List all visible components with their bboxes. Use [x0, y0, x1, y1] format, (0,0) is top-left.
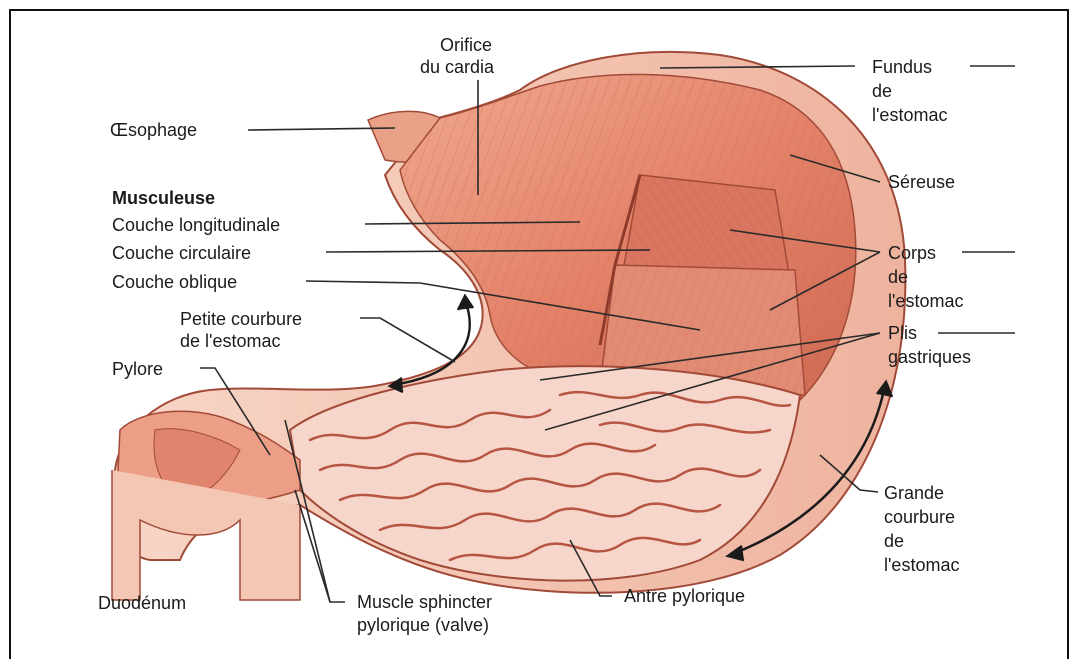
label-plis-2: gastriques [888, 346, 971, 368]
label-musculeuse: Musculeuse [112, 187, 215, 209]
label-orifice-cardia-2: du cardia [420, 56, 494, 78]
label-plis-1: Plis [888, 322, 917, 344]
label-grande-courbure-2: courbure [884, 506, 955, 528]
label-grande-courbure-1: Grande [884, 482, 944, 504]
label-corps-2: de [888, 266, 908, 288]
label-orifice-cardia-1: Orifice [440, 34, 492, 56]
label-fundus-1: Fundus [872, 56, 932, 78]
label-muscle-sphincter-1: Muscle sphincter [357, 591, 492, 613]
label-pylore: Pylore [112, 358, 163, 380]
label-corps-1: Corps [888, 242, 936, 264]
label-duodenum: Duodénum [98, 592, 186, 614]
label-grande-courbure-3: de [884, 530, 904, 552]
label-couche-longitudinale: Couche longitudinale [112, 214, 280, 236]
label-corps-3: l'estomac [888, 290, 963, 312]
label-grande-courbure-4: l'estomac [884, 554, 959, 576]
label-antre-pylorique: Antre pylorique [624, 585, 745, 607]
label-fundus-2: de [872, 80, 892, 102]
label-fundus-3: l'estomac [872, 104, 947, 126]
label-muscle-sphincter-2: pylorique (valve) [357, 614, 489, 636]
label-couche-oblique: Couche oblique [112, 271, 237, 293]
label-oesophage: Œsophage [110, 119, 197, 141]
label-sereuse: Séreuse [888, 171, 955, 193]
label-petite-courbure-1: Petite courbure [180, 308, 302, 330]
label-couche-circulaire: Couche circulaire [112, 242, 251, 264]
label-petite-courbure-2: de l'estomac [180, 330, 281, 352]
